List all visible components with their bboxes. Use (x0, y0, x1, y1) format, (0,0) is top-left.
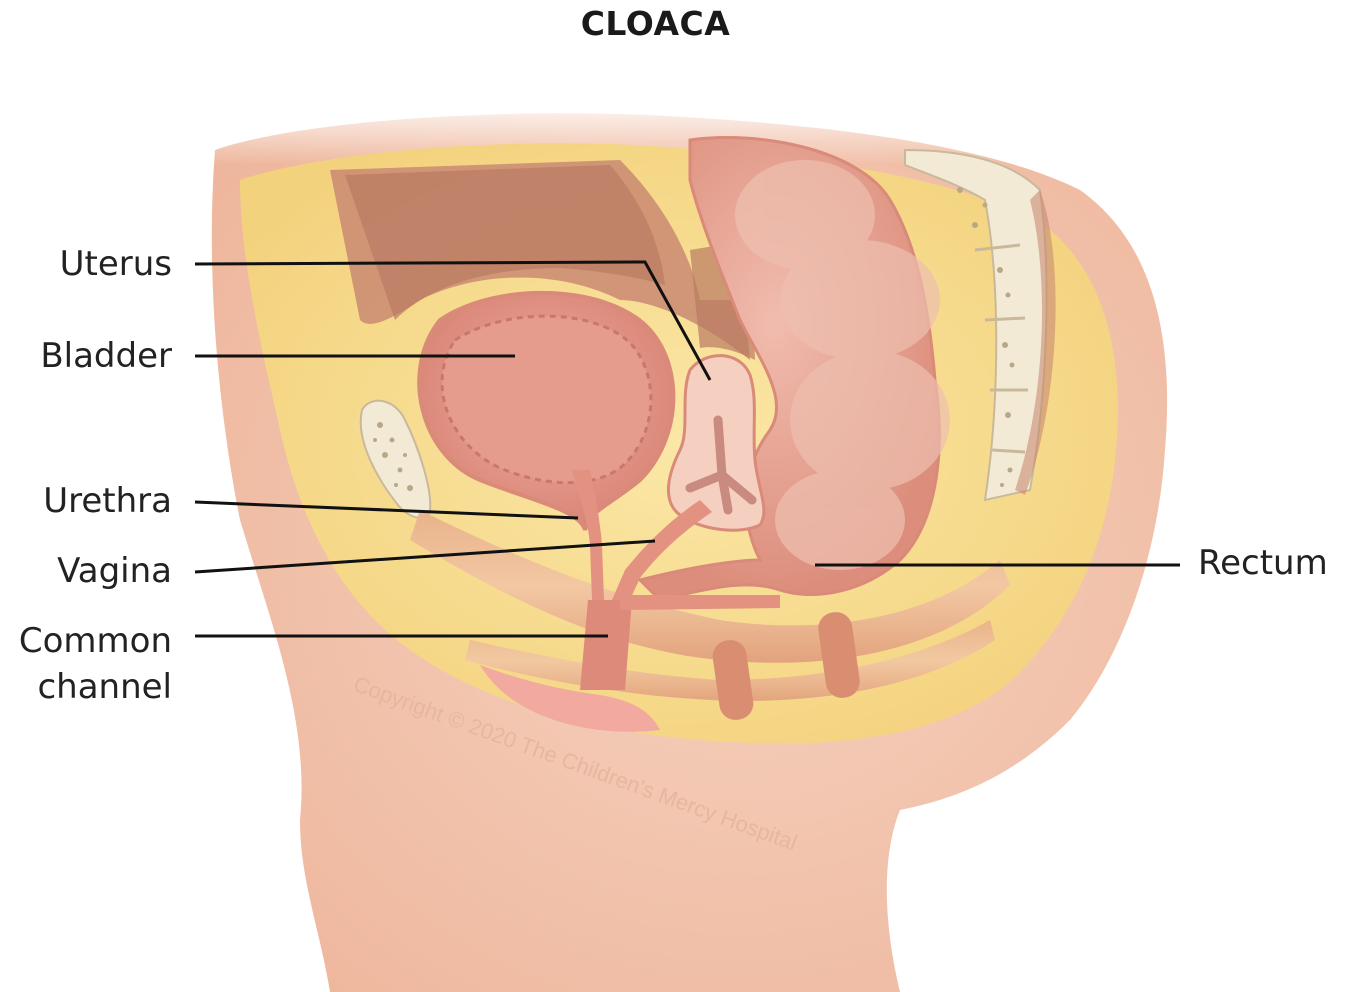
diagram-title: CLOACA (0, 4, 1311, 43)
label-bladder: Bladder (0, 333, 172, 379)
label-common-line2: channel (0, 664, 172, 710)
label-vagina: Vagina (0, 548, 172, 594)
label-urethra: Urethra (0, 478, 172, 524)
label-common-line1: Common (0, 618, 172, 664)
label-rectum: Rectum (1198, 540, 1328, 586)
label-uterus: Uterus (0, 241, 172, 287)
common-channel (580, 600, 632, 690)
label-common-channel: Common channel (0, 618, 172, 710)
